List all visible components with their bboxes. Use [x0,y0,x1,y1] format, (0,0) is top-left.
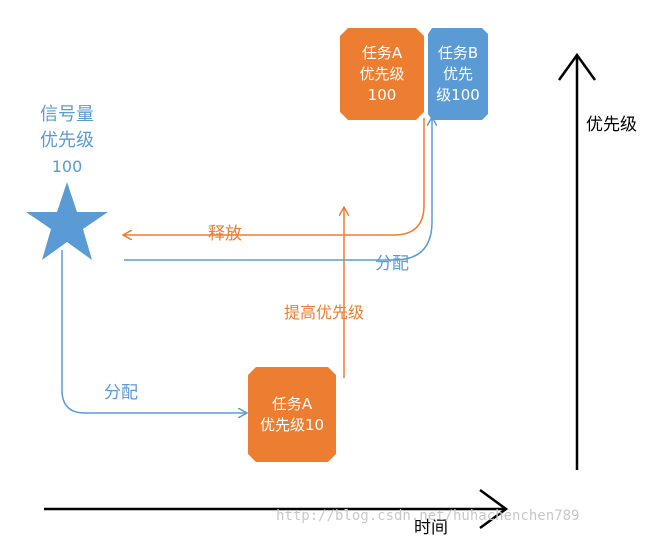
task-a-low-priority: 优先级10 [259,415,325,434]
assign-to-task-b-arrow [124,118,432,261]
y-axis-arrowhead-icon [557,52,597,81]
release-label: 释放 [208,224,242,244]
task-a-low-name: 任务A [271,394,313,413]
assign-high-label: 分配 [375,254,409,274]
task-a-low-shape [248,367,336,462]
task-a-high-priority-label: 优先级 [359,64,405,83]
task-a-high-box: 任务A 优先级 100 [340,28,424,120]
semaphore-star-icon [26,182,108,260]
task-b-box: 任务B 优先 级100 [428,28,488,120]
task-a-high-name: 任务A [361,43,403,62]
semaphore-title: 信号量 [40,104,94,125]
semaphore-label: 信号量 优先级 100 [30,102,104,180]
semaphore-priority-label: 优先级 [40,130,94,151]
task-b-priority-value: 级100 [436,85,480,104]
task-b-shape [428,28,488,120]
x-axis-arrowhead-icon [479,488,509,530]
x-axis-label: 时间 [414,518,448,538]
watermark: http://blog.csdn.net/huhachenchen789 [276,508,580,524]
assign-low-label: 分配 [104,383,138,403]
y-axis-label: 优先级 [586,115,637,135]
task-a-high-shape [340,28,424,120]
assign-to-task-a-low-arrow [61,250,246,413]
semaphore-priority-value: 100 [51,157,83,176]
task-a-high-priority-value: 100 [367,85,397,104]
task-b-priority-label: 优先 [442,64,473,83]
raise-priority-label: 提高优先级 [284,303,365,322]
release-arrow [124,118,425,235]
task-a-low-box: 任务A 优先级10 [248,367,336,462]
task-b-name: 任务B [437,43,479,62]
